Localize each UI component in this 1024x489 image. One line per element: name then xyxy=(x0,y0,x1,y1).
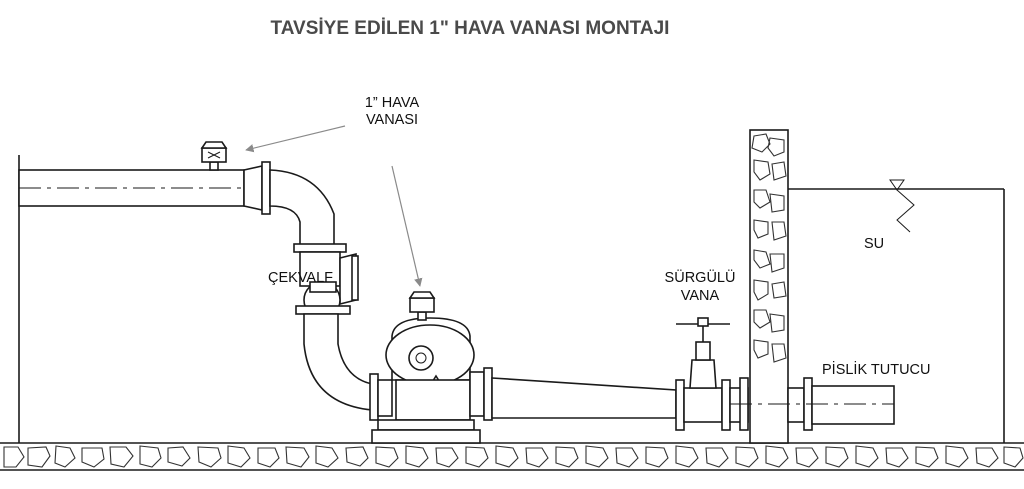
gate-valve-label-line1: SÜRGÜLÜ xyxy=(665,268,736,286)
check-valve xyxy=(293,243,359,319)
air-valve-label-line1: 1” HAVA xyxy=(365,95,420,111)
check-valve-label: ÇEKVALF xyxy=(268,270,333,286)
discharge-pipe xyxy=(18,161,271,215)
strainer-label: PİSLİK TUTUCU xyxy=(822,360,931,378)
diagram-title: TAVSİYE EDİLEN 1" HAVA VANASI MONTAJI xyxy=(271,18,670,39)
ground-bed xyxy=(0,442,1024,471)
elbow-lower xyxy=(303,313,379,421)
pump xyxy=(371,291,493,444)
air-valve-arrow xyxy=(245,125,346,153)
air-valve xyxy=(200,141,228,171)
suction-pipe xyxy=(491,377,677,419)
pump-air-valve-arrow xyxy=(391,165,423,287)
elbow-upper xyxy=(269,169,335,249)
air-valve-label-line2: VANASI xyxy=(366,112,418,128)
strainer xyxy=(730,377,895,431)
gate-valve-label-line2: VANA xyxy=(681,288,720,304)
water-level-symbol xyxy=(889,179,915,233)
gate-valve xyxy=(675,317,731,431)
concrete-wall xyxy=(749,129,789,444)
water-label: SU xyxy=(864,236,884,252)
